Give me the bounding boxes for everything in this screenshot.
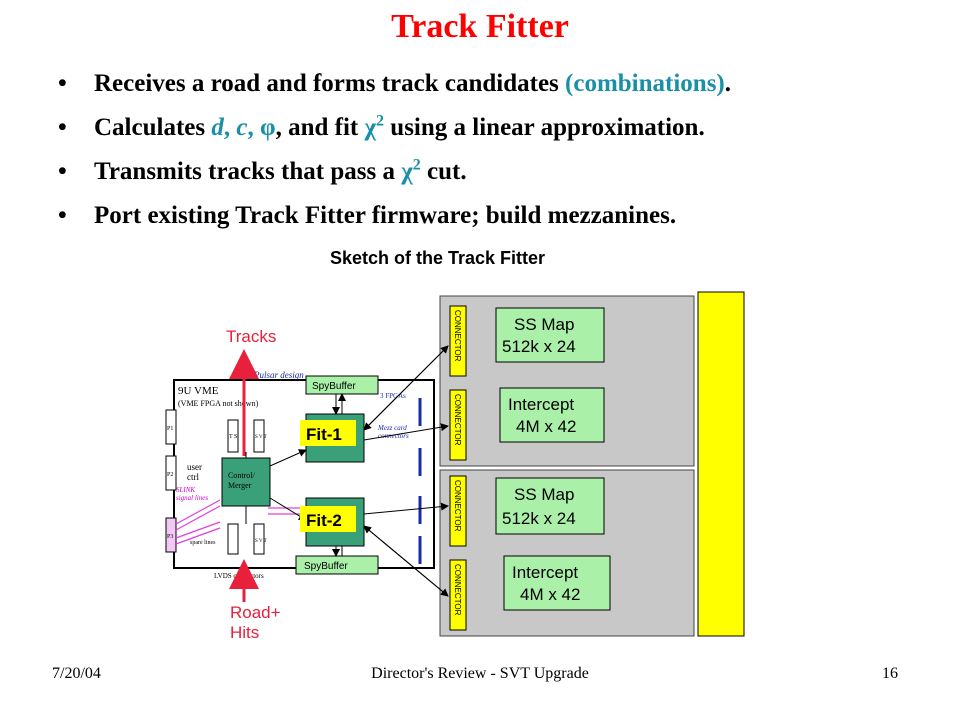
fit2-label: Fit-2 xyxy=(306,511,342,530)
fit1-label-box xyxy=(300,420,356,446)
bullet-marker: • xyxy=(58,70,67,97)
svg-text:T S: T S xyxy=(229,434,237,440)
svg-text:CONNECTOR: CONNECTOR xyxy=(453,310,462,362)
bullet-marker: • xyxy=(58,202,67,229)
p2-connector xyxy=(165,455,177,491)
connector-strips: CONNECTOR CONNECTOR CONNECTOR CONNECTOR xyxy=(449,305,467,631)
ssmap-top-label: SS Map 512k x 24 xyxy=(502,315,579,356)
svg-text:S V T: S V T xyxy=(255,435,267,440)
bullet-2: •Calculates d, c, φ, and fit χ2 using a … xyxy=(58,106,731,150)
control-merger-box xyxy=(221,457,271,507)
footer-center: Director's Review - SVT Upgrade xyxy=(371,665,589,682)
svt-chip-bottom xyxy=(253,523,265,555)
fpgas-label: 3 FPGAs xyxy=(380,392,406,400)
ssmap-bottom xyxy=(495,477,605,535)
svg-text:P3: P3 xyxy=(167,534,173,540)
vme-sub-label: (VME FPGA not shown) xyxy=(178,399,259,408)
spybuffer-bottom-label: SpyBuffer xyxy=(304,561,348,572)
tracks-label: Tracks xyxy=(226,327,276,346)
ts-chip-top xyxy=(227,419,239,453)
svg-text:CONNECTOR: CONNECTOR xyxy=(453,480,462,532)
track-fitter-diagram: 9U VME (VME FPGA not shown) Pulsar desig… xyxy=(165,291,745,642)
svg-text:S V T: S V T xyxy=(255,539,267,544)
bullet-list: •Receives a road and forms track candida… xyxy=(58,62,731,238)
pulsar-label: Pulsar design xyxy=(253,370,304,380)
lvds-label: LVDS connectors xyxy=(214,572,264,580)
fit2-label-box xyxy=(300,506,356,532)
mezz-connectors-label: Mezz card connectors xyxy=(377,424,409,440)
ssmap-top xyxy=(495,307,605,363)
bullet-4: •Port existing Track Fitter firmware; bu… xyxy=(58,194,731,238)
footer-date: 7/20/04 xyxy=(52,665,101,682)
road-hits-label: Road+ Hits xyxy=(230,603,285,642)
ssmap-bottom-label: SS Map 512k x 24 xyxy=(502,485,579,528)
svg-text:CONNECTOR: CONNECTOR xyxy=(453,564,462,616)
vme-board xyxy=(173,379,435,569)
p1-connector xyxy=(165,409,177,445)
bullet-3: •Transmits tracks that pass a χ2 cut. xyxy=(58,150,731,194)
user-ctrl-label: user ctrl xyxy=(187,462,204,482)
intercept-bottom-label: Intercept 4M x 42 xyxy=(512,563,583,604)
bullet-marker: • xyxy=(58,114,67,141)
control-merger-label: Control/ Merger xyxy=(228,471,257,490)
slide-title: Track Fitter xyxy=(391,8,569,45)
vme-label: 9U VME xyxy=(178,385,219,397)
spare-lines-label: spare lines xyxy=(190,540,216,546)
p3-connector xyxy=(165,517,177,553)
spybuffer-top-label: SpyBuffer xyxy=(312,381,356,392)
intercept-top xyxy=(499,387,605,443)
ts-chip-bottom xyxy=(227,523,239,555)
intercept-top-label: Intercept 4M x 42 xyxy=(508,395,579,436)
fit1-label: Fit-1 xyxy=(306,425,342,444)
yellow-bar xyxy=(697,291,745,637)
bullet-1: •Receives a road and forms track candida… xyxy=(58,62,731,106)
svg-text:P1: P1 xyxy=(167,426,173,432)
intercept-bottom xyxy=(503,555,611,611)
slink-label: SLINK signal lines xyxy=(176,486,208,502)
fit-to-connector-arrows xyxy=(363,345,449,597)
svt-chip-top xyxy=(253,419,265,453)
bullet-marker: • xyxy=(58,158,67,185)
spybuffer-links xyxy=(332,393,346,557)
footer-page-number: 16 xyxy=(882,665,898,682)
svg-text:P2: P2 xyxy=(167,472,173,478)
svg-text:CONNECTOR: CONNECTOR xyxy=(453,394,462,446)
sketch-title: Sketch of the Track Fitter xyxy=(330,248,546,268)
